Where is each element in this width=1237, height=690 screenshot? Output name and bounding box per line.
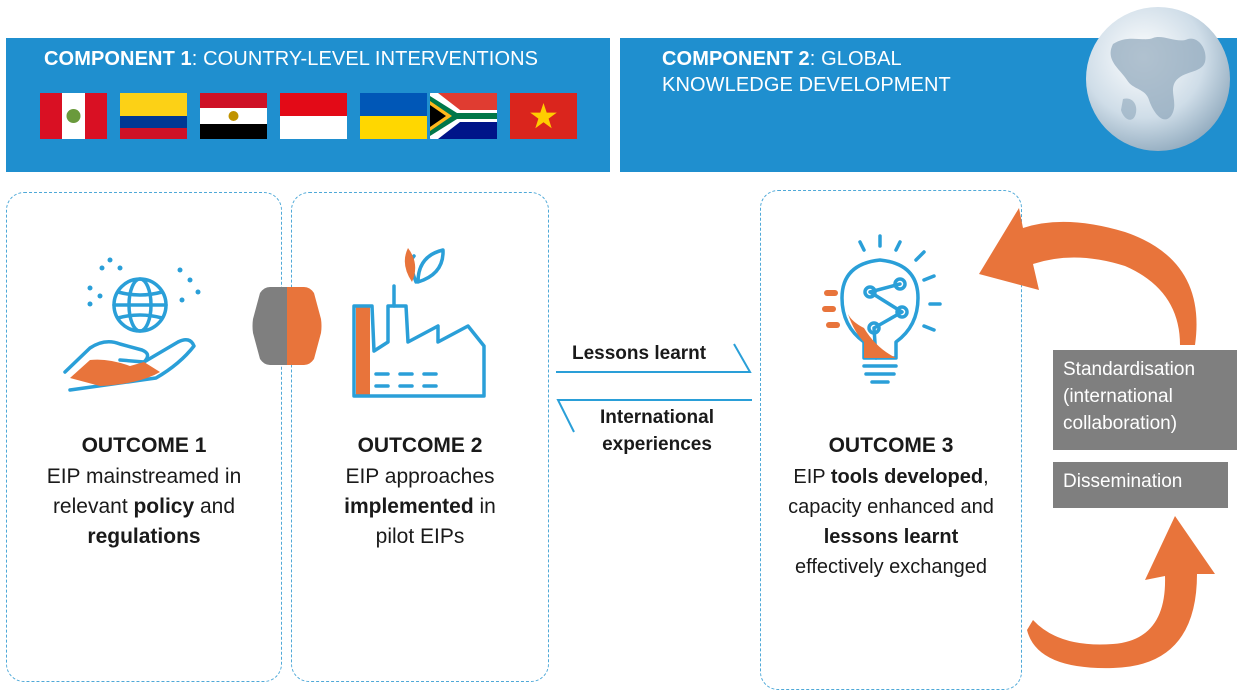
outcome-1-title: OUTCOME 1 — [81, 434, 207, 457]
flag-peru-icon — [40, 93, 107, 139]
component-2-banner: COMPONENT 2: GLOBAL KNOWLEDGE DEVELOPMEN… — [620, 7, 1237, 172]
lessons-learnt-label: Lessons learnt — [572, 343, 707, 364]
cycle-arrow-icon — [979, 208, 1215, 669]
lightbulb-icon — [822, 234, 942, 384]
outcome-3-title: OUTCOME 3 — [828, 434, 954, 457]
outcome-3-text: EIP tools developed, capacity enhanced a… — [788, 466, 994, 578]
flag-indonesia-icon — [280, 93, 347, 139]
component-1-banner: COMPONENT 1: COUNTRY-LEVEL INTERVENTIONS — [6, 38, 610, 172]
globe-icon — [1086, 7, 1230, 151]
flag-colombia-icon — [120, 93, 187, 139]
flag-viet-nam-icon — [510, 93, 577, 139]
outcome-2-text: EIP approaches implemented in pilot EIPs — [344, 465, 496, 548]
component-1-title: COMPONENT 1: COUNTRY-LEVEL INTERVENTIONS — [44, 48, 539, 70]
hand-globe-icon — [63, 257, 201, 392]
dissemination-box: Dissemination — [1053, 462, 1228, 508]
exchange-arrows — [556, 343, 752, 433]
flag-south-africa-icon — [430, 93, 497, 139]
outcome-2-title: OUTCOME 2 — [357, 434, 483, 457]
standardisation-box: Standardisation (international collabora… — [1053, 350, 1237, 450]
outcome-1-text: EIP mainstreamed in relevant policy and … — [46, 465, 242, 548]
component-2-title: COMPONENT 2: GLOBAL KNOWLEDGE DEVELOPMEN… — [662, 48, 951, 96]
factory-icon — [352, 248, 486, 398]
outcome-connector-icon — [252, 287, 322, 365]
flag-ukraine-icon — [360, 93, 427, 139]
flag-egypt-icon — [200, 93, 267, 139]
